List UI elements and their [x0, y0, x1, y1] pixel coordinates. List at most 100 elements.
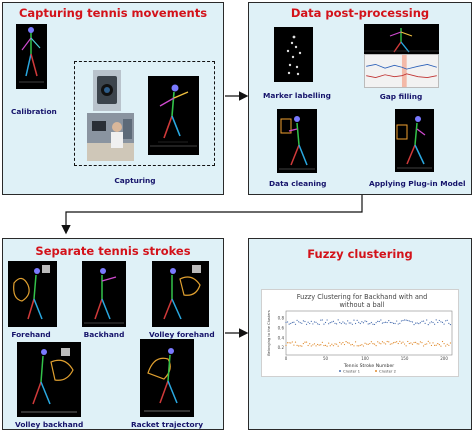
- legend-label: Cluster 1: [343, 368, 361, 373]
- scatter-point: [415, 322, 417, 324]
- scatter-point: [313, 343, 316, 345]
- skeleton-figure: [144, 348, 190, 412]
- scatter-point: [388, 341, 390, 343]
- scatter-point: [321, 319, 323, 321]
- scatter-point: [421, 342, 423, 344]
- scatter-point: [435, 319, 437, 321]
- applying-plugin-caption: Applying Plug-in Model: [369, 179, 466, 188]
- scatter-point: [416, 343, 418, 345]
- scatter-point: [389, 321, 391, 324]
- scatter-point: [388, 319, 390, 322]
- scatter-point: [340, 322, 342, 325]
- scatter-point: [372, 323, 374, 325]
- scatter-point: [424, 343, 426, 345]
- scatter-point: [432, 321, 434, 324]
- scatter-point: [364, 342, 366, 344]
- scatter-point: [427, 340, 429, 342]
- scatter-point: [294, 341, 297, 343]
- scatter-point: [301, 322, 303, 324]
- scatter-point: [378, 342, 380, 344]
- scatter-point: [380, 343, 382, 345]
- scatter-point: [347, 320, 349, 322]
- scatter-point: [339, 321, 341, 324]
- scatter-point: [396, 320, 398, 322]
- scatter-point: [411, 321, 414, 323]
- scatter-point: [326, 345, 328, 347]
- scatter-point: [421, 320, 423, 322]
- scatter-point: [441, 321, 444, 323]
- scatter-point: [331, 321, 333, 323]
- scatter-point: [449, 342, 452, 344]
- scatter-point: [370, 321, 372, 324]
- scatter-point: [369, 322, 371, 325]
- strokes-panel: Separate tennis strokes Forehand Backhan…: [2, 238, 224, 430]
- skeleton-figure: [364, 28, 439, 53]
- scatter-point: [291, 321, 293, 324]
- scatter-point: [312, 344, 314, 346]
- gap-filling-caption: Gap filling: [379, 92, 423, 101]
- scatter-point: [367, 343, 369, 345]
- scatter-point: [354, 322, 357, 325]
- scatter-point: [318, 323, 320, 326]
- scatter-point: [328, 342, 330, 344]
- scatter-point: [443, 323, 445, 325]
- scatter-point: [383, 342, 385, 344]
- skeleton-figure: [150, 84, 197, 147]
- scatter-point: [429, 342, 431, 344]
- scatter-point: [427, 324, 429, 326]
- y-tick-label: 0.6: [278, 326, 285, 331]
- scatter-point: [416, 322, 418, 324]
- scatter-point: [299, 322, 301, 324]
- scatter-point: [345, 341, 347, 343]
- y-tick-label: 0.2: [278, 345, 285, 350]
- scatter-point: [291, 341, 293, 343]
- scatter-point: [441, 340, 444, 343]
- scatter-point: [317, 343, 319, 346]
- scatter-point: [430, 321, 433, 323]
- chart-title-line1: Fuzzy Clustering for Backhand with and: [297, 293, 428, 301]
- scatter-point: [375, 345, 377, 347]
- scatter-point: [413, 323, 415, 326]
- scatter-point: [405, 345, 407, 347]
- scatter-point: [402, 341, 404, 343]
- scatter-point: [440, 345, 442, 347]
- scatter-point: [354, 341, 357, 343]
- scatter-point: [419, 341, 421, 343]
- scatter-point: [391, 321, 393, 324]
- scatter-point: [445, 320, 447, 322]
- y-tick-label: 0.8: [278, 316, 285, 321]
- legend-marker: [339, 370, 341, 372]
- scatter-point: [394, 322, 396, 325]
- scatter-point: [294, 323, 297, 325]
- scatter-point: [288, 323, 290, 325]
- y-tick-label: 0.4: [278, 335, 285, 340]
- skeleton-figure: [21, 348, 77, 413]
- scatter-point: [400, 320, 403, 322]
- scatter-point: [340, 343, 342, 345]
- scatter-point: [389, 343, 391, 345]
- racket-trajectory-caption: Racket trajectory: [130, 420, 204, 429]
- scatter-point: [385, 321, 387, 323]
- scatter-point: [418, 343, 420, 345]
- volley-forehand-thumbnail: [152, 261, 209, 327]
- scatter-point: [298, 345, 300, 347]
- scatter-point: [305, 323, 308, 325]
- x-tick-label: 150: [401, 356, 409, 361]
- scatter-point: [435, 344, 437, 346]
- scatter-point: [399, 340, 401, 342]
- scatter-point: [396, 341, 398, 343]
- x-tick-label: 50: [323, 356, 329, 361]
- scatter-point: [381, 341, 384, 343]
- scatter-point: [328, 323, 330, 325]
- fuzzy-chart: Fuzzy Clustering for Backhand with and w…: [261, 289, 459, 377]
- scatter-point: [290, 342, 292, 344]
- lab-photo: [87, 113, 134, 161]
- scatter-point: [397, 323, 399, 325]
- scatter-point: [372, 343, 374, 345]
- scatter-point: [383, 321, 385, 324]
- scatter-point: [353, 319, 355, 321]
- capturing-dashed-box: [74, 61, 215, 166]
- scatter-point: [323, 323, 325, 325]
- scatter-point: [373, 323, 376, 326]
- scatter-point: [332, 320, 335, 323]
